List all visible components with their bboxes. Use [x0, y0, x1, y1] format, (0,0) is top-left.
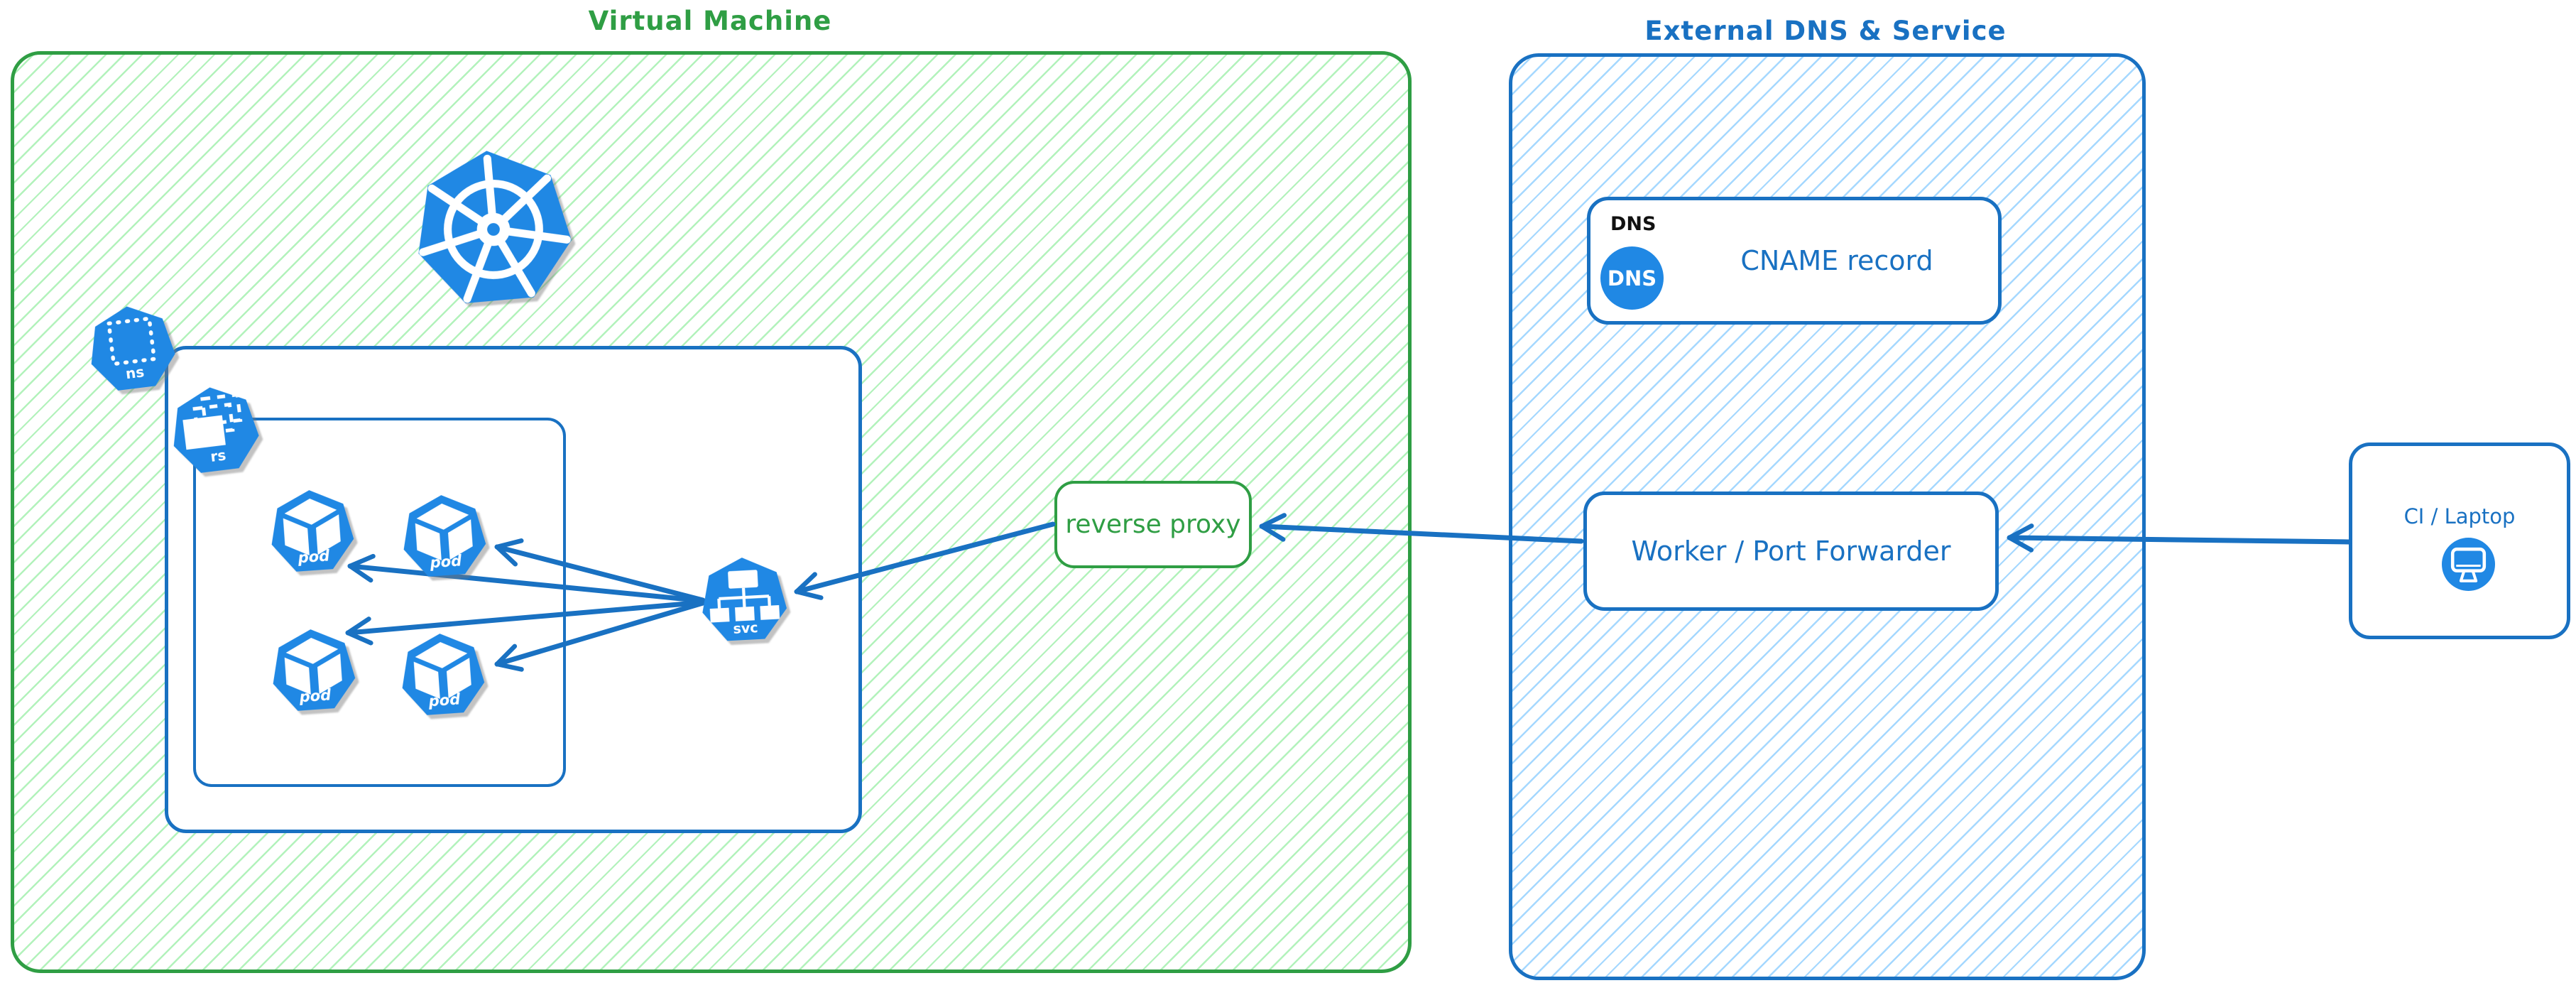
- pod-icon-4: pod: [398, 631, 488, 721]
- dns-tag: DNS: [1610, 213, 1657, 235]
- ci-laptop-box: CI / Laptop: [2349, 442, 2570, 639]
- kubernetes-icon: [408, 144, 579, 315]
- arrow-worker-to-proxy: [1259, 513, 1584, 544]
- external-group-title: External DNS & Service: [1644, 16, 2007, 46]
- worker-port-forwarder-card: Worker / Port Forwarder: [1583, 492, 1999, 611]
- replicaset-icon: rs: [166, 382, 264, 480]
- namespace-icon: ns: [84, 301, 180, 398]
- dns-cname-card: DNS DNS CNAME record: [1587, 197, 2002, 325]
- service-icon: svc: [699, 555, 790, 646]
- arrow-ci-to-worker: [2007, 523, 2352, 553]
- arrow-svc-to-pod-3: [345, 599, 706, 646]
- reverse-proxy-label: reverse proxy: [1065, 510, 1241, 539]
- arrow-svc-to-pod-4: [494, 600, 706, 672]
- dns-icon-text: DNS: [1607, 266, 1657, 290]
- cname-record-label: CNAME record: [1740, 245, 1933, 276]
- ci-laptop-label: CI / Laptop: [2403, 504, 2516, 528]
- pod-icon-3: pod: [268, 626, 359, 717]
- arrow-proxy-to-nodeport: [794, 521, 1056, 600]
- pod-icon-2: pod: [399, 492, 489, 582]
- worker-label: Worker / Port Forwarder: [1631, 536, 1951, 567]
- laptop-icon: [2442, 538, 2495, 591]
- arrow-svc-to-pod-1: [347, 553, 706, 604]
- pod-icon-1: pod: [267, 487, 357, 577]
- reverse-proxy-box: reverse proxy: [1054, 481, 1252, 568]
- arrow-svc-to-pod-2: [494, 538, 706, 603]
- vm-group-title: Virtual Machine: [588, 6, 832, 36]
- monitor-icon: [2450, 547, 2487, 582]
- dns-icon: DNS: [1600, 246, 1664, 310]
- replicaset-box: [193, 418, 566, 787]
